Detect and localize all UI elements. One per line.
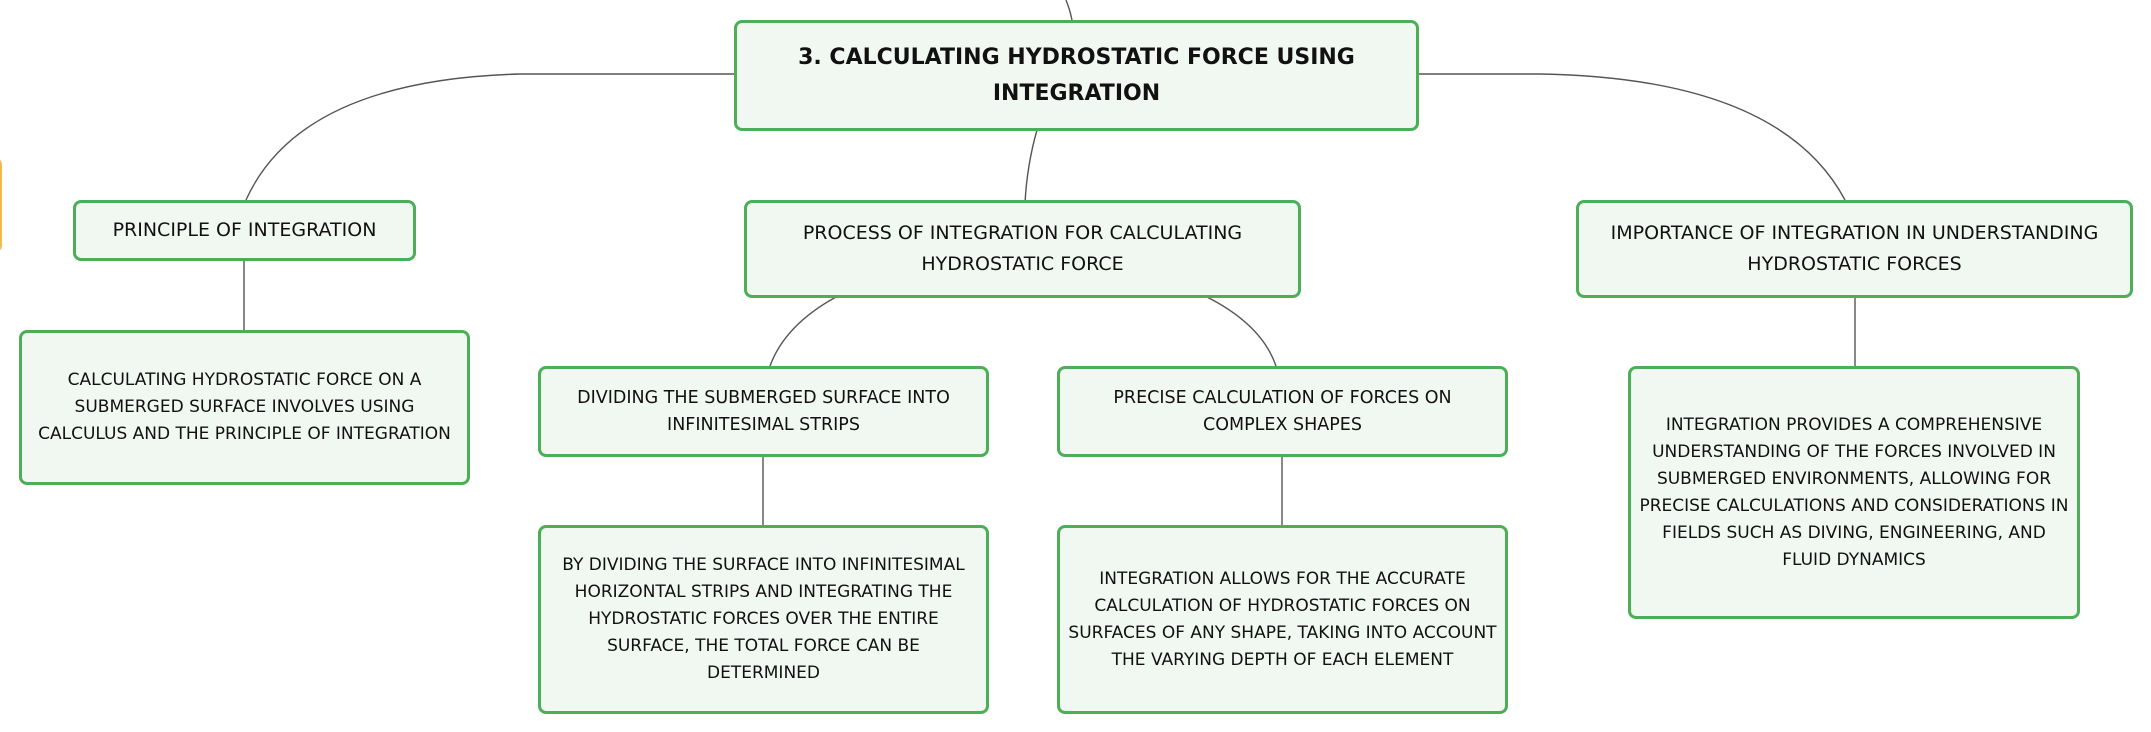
subtopic-label: PRECISE CALCULATION OF FORCES ON COMPLEX…	[1113, 387, 1452, 435]
detail-principle-of-integration[interactable]: CALCULATING HYDROSTATIC FORCE ON A SUBME…	[19, 330, 470, 485]
detail-importance-of-integration[interactable]: INTEGRATION PROVIDES A COMPREHENSIVE UND…	[1628, 366, 2080, 619]
topic-process-of-integration[interactable]: PROCESS OF INTEGRATION FOR CALCULATING H…	[744, 200, 1301, 298]
connector-process-to-shapes	[1206, 296, 1277, 367]
detail-dividing-surface[interactable]: BY DIVIDING THE SURFACE INTO INFINITESIM…	[538, 525, 989, 714]
topic-importance-of-integration[interactable]: IMPORTANCE OF INTEGRATION IN UNDERSTANDI…	[1576, 200, 2133, 298]
offscreen-node-edge[interactable]	[0, 157, 2, 253]
topic-principle-of-integration[interactable]: PRINCIPLE OF INTEGRATION	[73, 200, 416, 261]
subtopic-precise-calculation[interactable]: PRECISE CALCULATION OF FORCES ON COMPLEX…	[1057, 366, 1508, 457]
root-topic[interactable]: 3. CALCULATING HYDROSTATIC FORCE USING I…	[734, 20, 1419, 131]
connector-parent-to-root	[1065, 0, 1073, 21]
connector-root-to-importance	[1417, 73, 1846, 201]
connector-process-to-strips	[769, 296, 837, 367]
topic-label: IMPORTANCE OF INTEGRATION IN UNDERSTANDI…	[1610, 222, 2099, 275]
topic-label: PRINCIPLE OF INTEGRATION	[112, 219, 377, 241]
subtopic-label: DIVIDING THE SUBMERGED SURFACE INTO INFI…	[577, 387, 950, 435]
connector-root-to-principle	[245, 73, 734, 201]
subtopic-dividing-surface[interactable]: DIVIDING THE SUBMERGED SURFACE INTO INFI…	[538, 366, 989, 457]
detail-text: INTEGRATION PROVIDES A COMPREHENSIVE UND…	[1639, 414, 2069, 570]
detail-precise-calculation[interactable]: INTEGRATION ALLOWS FOR THE ACCURATE CALC…	[1057, 525, 1508, 714]
detail-text: BY DIVIDING THE SURFACE INTO INFINITESIM…	[562, 555, 965, 683]
connector-root-to-process	[1024, 129, 1038, 204]
topic-label: PROCESS OF INTEGRATION FOR CALCULATING H…	[802, 222, 1243, 275]
root-topic-label: 3. CALCULATING HYDROSTATIC FORCE USING I…	[798, 44, 1355, 106]
detail-text: INTEGRATION ALLOWS FOR THE ACCURATE CALC…	[1068, 568, 1497, 670]
detail-text: CALCULATING HYDROSTATIC FORCE ON A SUBME…	[38, 370, 451, 444]
